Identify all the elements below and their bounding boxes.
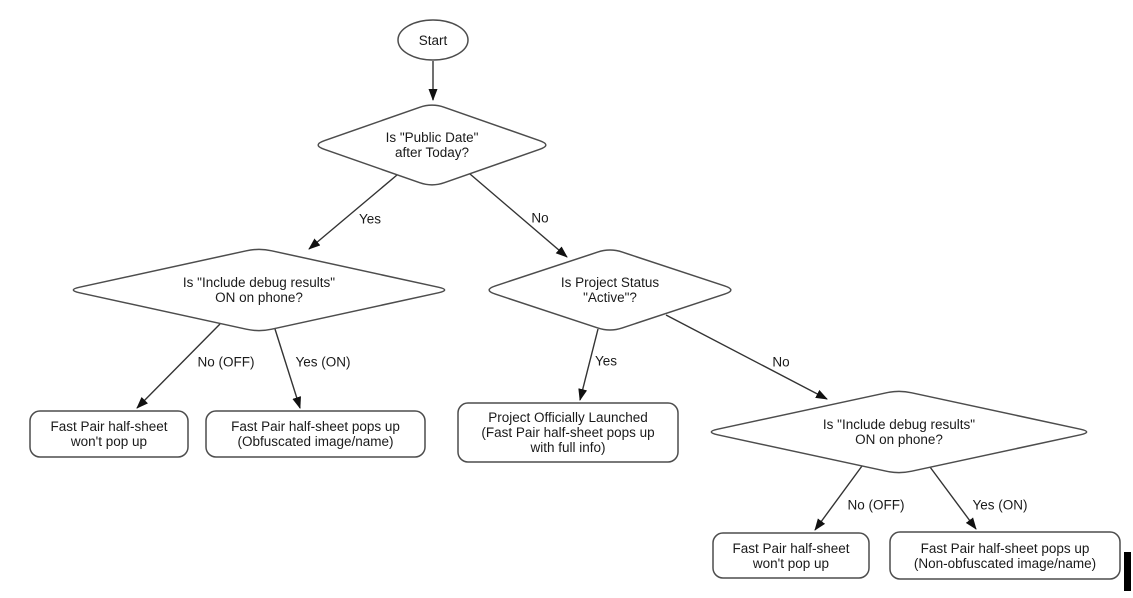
launched-shape [457,402,679,463]
start-shape [397,19,469,61]
edge-arrow-7 [814,465,863,531]
public_date-shape [317,104,547,186]
project_status-shape [488,249,732,331]
edge-arrow-6 [665,314,828,400]
edge-arrow-5 [578,328,599,401]
non_obfuscated-shape [889,531,1121,580]
debug_left-shape [72,248,446,332]
no_popup_right-shape [712,532,870,579]
edge-arrow-2 [469,173,568,258]
edge-arrow-1 [308,174,398,250]
no_popup_left-shape [29,410,189,458]
edge-arrow-8 [929,466,977,530]
edge-arrow-3 [136,323,221,409]
edge-arrow-4 [274,328,301,409]
text-cursor [1124,552,1131,591]
obfuscated-shape [205,410,426,458]
debug_right-shape [710,390,1088,474]
